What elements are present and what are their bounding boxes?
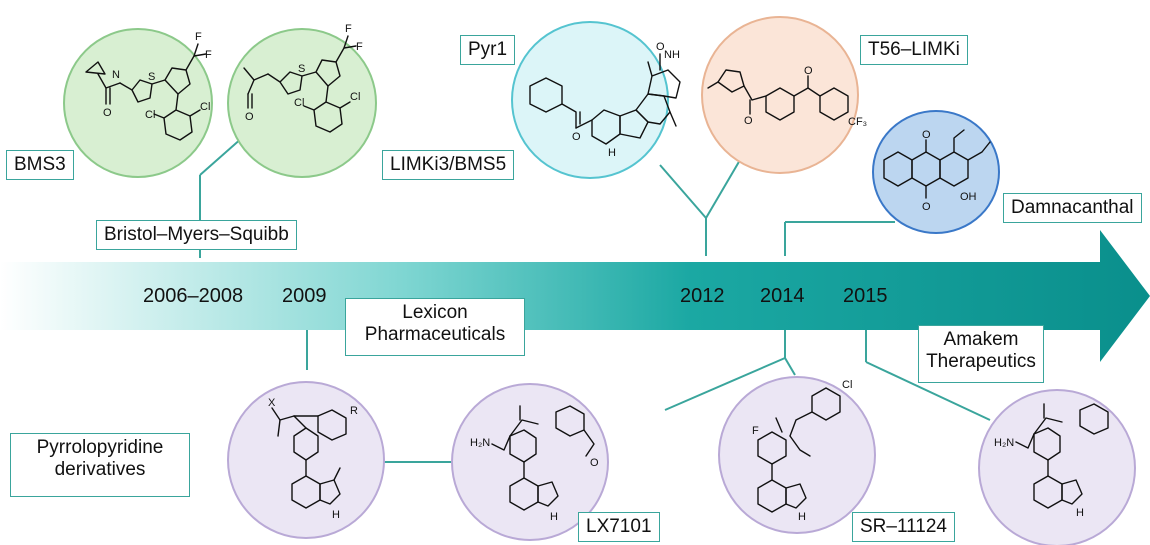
year-label: 2015	[843, 285, 888, 307]
atom-label: H	[608, 147, 616, 159]
bms3-circle	[63, 28, 213, 178]
sr11124-structure	[757, 387, 841, 513]
bms3-label: BMS3	[6, 150, 74, 180]
amakem-compound-circle	[978, 389, 1136, 545]
lx7101-structure	[491, 405, 595, 511]
atom-label: O	[804, 65, 813, 77]
damnacanthal-structure	[883, 129, 991, 199]
timeline-arrow	[0, 230, 1150, 362]
atom-label: H	[1076, 507, 1084, 519]
lexicon-company-label: Lexicon Pharmaceuticals	[345, 298, 525, 356]
atom-label: O	[572, 131, 581, 143]
atom-label: N	[112, 69, 120, 81]
atom-label: CF₃	[848, 116, 867, 128]
atom-label: H	[550, 511, 558, 523]
amakem-structure	[1015, 403, 1109, 509]
bms-company-label: Bristol–Myers–Squibb	[96, 220, 297, 250]
lx7101-circle	[451, 383, 609, 541]
t56-structure	[707, 69, 849, 121]
atom-label: H₂N	[994, 437, 1014, 449]
atom-label: O	[922, 129, 931, 141]
atom-label: F	[752, 425, 759, 437]
limki3-structure	[243, 35, 357, 133]
atom-label: O	[744, 115, 753, 127]
atom-label: O	[922, 201, 931, 213]
atom-label: NH	[664, 49, 680, 61]
connector-lines	[199, 114, 991, 463]
pyrrolopyridine-label: Pyrrolopyridine derivatives	[10, 433, 190, 497]
t56-label: T56–LIMKi	[860, 35, 968, 65]
atom-label: F	[205, 49, 212, 61]
limki3-circle	[227, 28, 377, 178]
atom-label: O	[245, 111, 254, 123]
lx7101-label: LX7101	[578, 512, 660, 542]
year-label: 2014	[760, 285, 805, 307]
amakem-company-label: Amakem Therapeutics	[918, 325, 1044, 383]
atom-label: F	[345, 23, 352, 35]
atom-label: OH	[960, 191, 977, 203]
pyrrolopyridine-structure	[271, 407, 347, 509]
atom-label: O	[656, 41, 665, 53]
atom-label: H	[798, 511, 806, 523]
atom-label: S	[148, 71, 155, 83]
pyr1-circle	[511, 21, 669, 179]
atom-label: F	[195, 31, 202, 43]
atom-label: Cl	[842, 379, 852, 391]
damnacanthal-circle	[872, 110, 1000, 234]
atom-label: H	[332, 509, 340, 521]
atom-label: Cl	[200, 101, 210, 113]
sr11124-label: SR–11124	[852, 512, 955, 542]
year-label: 2012	[680, 285, 725, 307]
atom-label: F	[356, 41, 363, 53]
year-label: 2009	[282, 285, 327, 307]
bms3-structure	[85, 43, 207, 141]
atom-label: O	[103, 107, 112, 119]
atom-label: S	[298, 63, 305, 75]
damnacanthal-label: Damnacanthal	[1003, 193, 1142, 223]
atom-label: H₂N	[470, 437, 490, 449]
atom-label: O	[590, 457, 599, 469]
t56-circle	[701, 16, 859, 174]
pyr1-structure	[529, 53, 681, 145]
limki3-label: LIMKi3/BMS5	[382, 150, 515, 180]
sr11124-circle	[718, 376, 876, 534]
atom-label: Cl	[145, 109, 155, 121]
atom-label: Cl	[350, 91, 360, 103]
atom-label: X	[268, 397, 276, 409]
atom-label: Cl	[294, 97, 304, 109]
pyr1-label: Pyr1	[460, 35, 516, 65]
atom-label: R	[350, 405, 358, 417]
year-label: 2006–2008	[143, 285, 244, 307]
